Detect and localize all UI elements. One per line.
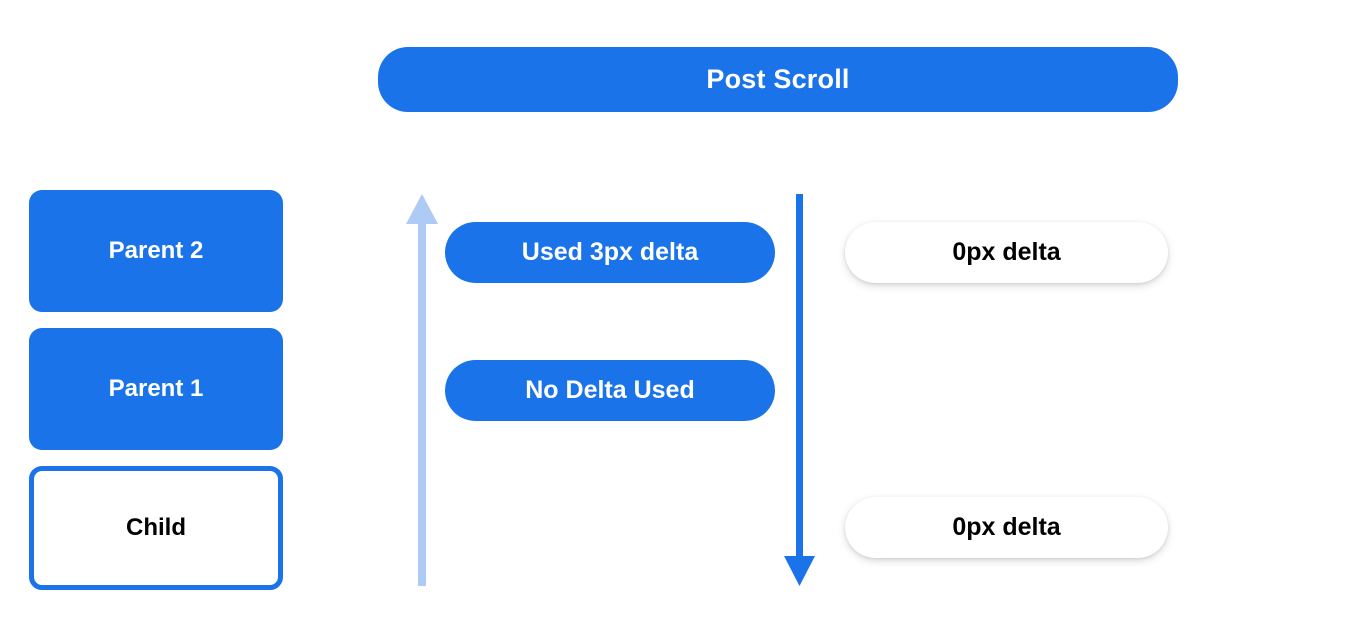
pill-used-3px-delta-label: Used 3px delta [521, 238, 699, 266]
pill-no-delta-used-label: No Delta Used [525, 376, 695, 404]
pill-used-3px-delta[interactable]: Used 3px delta [445, 222, 775, 283]
stack-box-child-label: Child [126, 514, 186, 541]
pill-zero-delta-bottom-label: 0px delta [952, 513, 1061, 541]
stack-box-parent-1[interactable]: Parent 1 [29, 328, 283, 450]
stack-box-parent-2[interactable]: Parent 2 [29, 190, 283, 312]
stack-box-child[interactable]: Child [29, 466, 283, 590]
stack-box-parent-2-label: Parent 2 [108, 237, 204, 264]
pill-zero-delta-bottom[interactable]: 0px delta [845, 497, 1168, 558]
scroll-down-arrow-icon [784, 194, 815, 586]
pill-zero-delta-top-label: 0px delta [952, 238, 1061, 266]
pill-no-delta-used[interactable]: No Delta Used [445, 360, 775, 421]
pill-zero-delta-top[interactable]: 0px delta [845, 222, 1168, 283]
scroll-up-arrow-icon [406, 194, 438, 586]
stack-box-parent-1-label: Parent 1 [108, 375, 204, 402]
banner-title: Post Scroll [706, 64, 850, 94]
post-scroll-banner: Post Scroll [378, 47, 1178, 112]
